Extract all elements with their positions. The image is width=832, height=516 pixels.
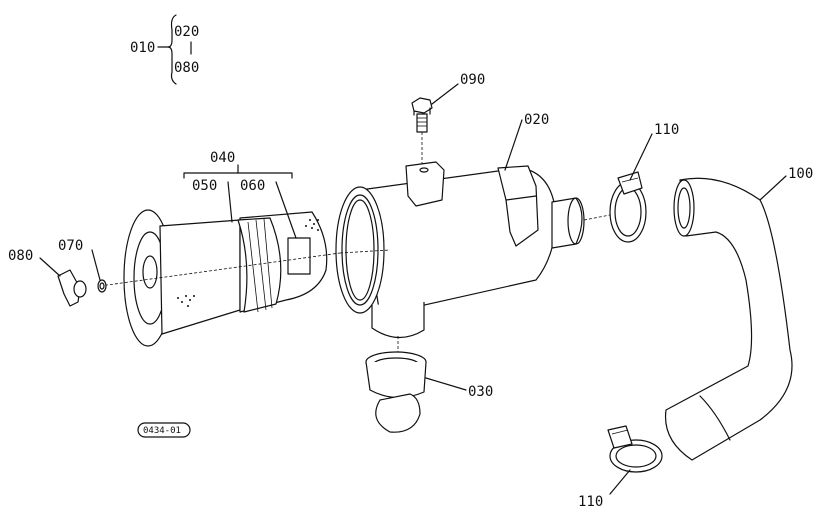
label-030: 030 <box>468 384 493 400</box>
label-070: 070 <box>58 238 83 254</box>
bolt-090: 090 <box>411 72 485 168</box>
drawing-number: 0434-01 <box>143 426 181 436</box>
dust-valve-030: 030 <box>365 336 493 433</box>
legend-tree: 010 020 080 <box>130 14 199 85</box>
label-080: 080 <box>8 248 33 264</box>
label-040: 040 <box>210 150 235 166</box>
label-020-top: 020 <box>174 24 199 40</box>
filter-element-040: 040 050 060 <box>99 150 341 347</box>
label-020: 020 <box>524 112 549 128</box>
label-110-bottom: 110 <box>578 494 603 510</box>
label-050: 050 <box>192 178 217 194</box>
label-110-top: 110 <box>654 122 679 138</box>
label-010: 010 <box>130 40 155 56</box>
hose-clamp-110-top: 110 <box>583 122 679 243</box>
label-080-top: 080 <box>174 60 199 76</box>
air-cleaner-housing-020: 020 <box>335 112 585 339</box>
label-090: 090 <box>460 72 485 88</box>
label-060: 060 <box>240 178 265 194</box>
hose-clamp-110-bottom: 110 <box>578 425 663 510</box>
label-100: 100 <box>788 166 813 182</box>
wing-nut-080: 080 070 <box>8 238 107 307</box>
intake-hose-100: 100 <box>664 166 813 461</box>
drawing-number-tag: 0434-01 <box>137 422 191 438</box>
